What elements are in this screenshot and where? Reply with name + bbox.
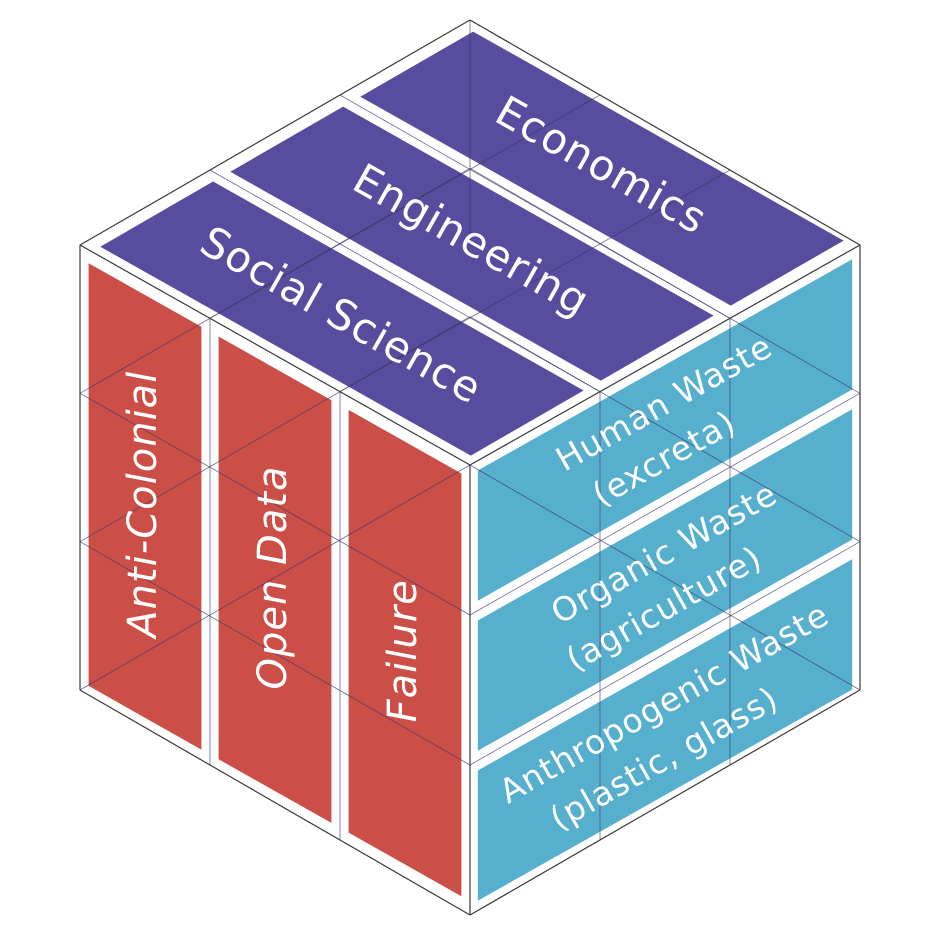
cube-wireframe [79,19,861,916]
hidden-right [469,464,861,691]
hidden-back-left-2 [79,316,471,543]
grid-left-h-1 [79,392,471,616]
right-band-human-waste [477,259,853,601]
edge-bottom-left [79,689,471,916]
grid-right-h-1 [469,392,861,616]
hidden-back-right-2 [469,316,861,543]
left-band-label-anti-colonial: Anti-Colonial [120,371,166,641]
right-band-organic-waste [477,409,853,751]
left-band-open-data [218,336,332,823]
edge-top-front-right [469,244,861,466]
grid-left-h-2 [79,541,471,766]
top-band-social-science [100,181,584,456]
grid-top-a-1 [209,169,601,393]
top-face [100,31,844,456]
left-band-failure [348,409,462,897]
grid-top-b-2 [339,169,731,393]
hidden-left [79,464,471,691]
edge-bottom-right [469,689,861,916]
edge-top-front-left [79,244,471,466]
right-face [477,259,853,901]
grid-right-h-2 [469,541,861,766]
top-band-economics [360,31,844,306]
right-band-anthropogenic-waste [477,559,853,901]
top-band-engineering [230,106,714,381]
left-band-anti-colonial [88,263,202,750]
hidden-back-right-1 [469,167,861,394]
hidden-back-left-1 [79,167,471,394]
left-band-label-failure: Failure [380,579,426,722]
left-face [88,263,462,897]
left-band-label-open-data: Open Data [250,465,296,689]
edge-top-left [79,19,471,246]
edge-top-right [469,19,861,246]
